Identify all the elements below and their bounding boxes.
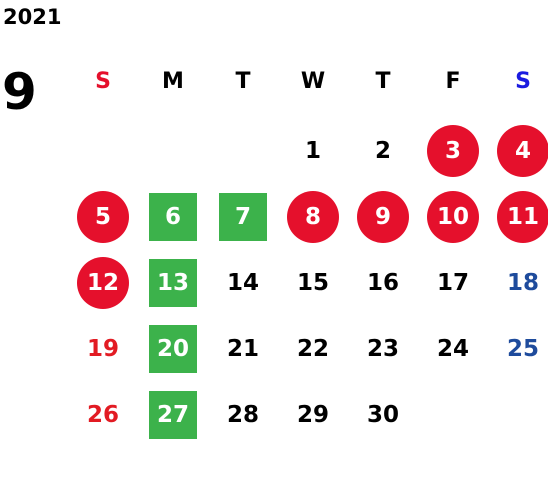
day-number: 12 (77, 257, 129, 309)
weekday-tue: T (235, 69, 251, 94)
month-label: 9 (2, 63, 37, 121)
day-cell[interactable]: 25 (488, 316, 548, 382)
weekday-sat: S (515, 69, 531, 94)
day-number: 9 (357, 191, 409, 243)
day-number: 28 (226, 402, 259, 428)
day-cell[interactable]: 20 (138, 316, 208, 382)
day-number: 7 (219, 193, 267, 241)
day-cell[interactable]: 8 (278, 184, 348, 250)
day-number: 15 (296, 270, 329, 296)
day-number: 18 (506, 270, 539, 296)
day-number: 30 (366, 402, 399, 428)
day-cell[interactable]: 7 (208, 184, 278, 250)
day-cell[interactable]: 16 (348, 250, 418, 316)
day-cell[interactable]: 10 (418, 184, 488, 250)
day-cell[interactable]: 2 (348, 118, 418, 184)
day-cell[interactable]: 28 (208, 382, 278, 448)
day-number: 14 (226, 270, 259, 296)
day-number: 2 (374, 138, 391, 164)
day-cell[interactable]: 14 (208, 250, 278, 316)
day-cell[interactable]: 27 (138, 382, 208, 448)
day-cell[interactable]: 29 (278, 382, 348, 448)
weekday-mon: M (162, 69, 184, 94)
day-number: 6 (149, 193, 197, 241)
day-number: 26 (86, 402, 119, 428)
day-cell[interactable]: 4 (488, 118, 548, 184)
day-number: 24 (436, 336, 469, 362)
weekday-header-row: S M T W T F S (68, 66, 548, 98)
day-number: 29 (296, 402, 329, 428)
day-number: 27 (149, 391, 197, 439)
day-number: 5 (77, 191, 129, 243)
day-number: 1 (304, 138, 321, 164)
day-number: 22 (296, 336, 329, 362)
day-cell[interactable]: 17 (418, 250, 488, 316)
day-cell[interactable]: 1 (278, 118, 348, 184)
day-number: 19 (86, 336, 119, 362)
weekday-fri: F (445, 69, 461, 94)
year-label: 2021 (3, 5, 62, 29)
day-cell[interactable]: 3 (418, 118, 488, 184)
day-number: 17 (436, 270, 469, 296)
day-cell[interactable]: 6 (138, 184, 208, 250)
day-cell[interactable]: 9 (348, 184, 418, 250)
day-number: 13 (149, 259, 197, 307)
day-number: 21 (226, 336, 259, 362)
day-cell[interactable]: 18 (488, 250, 548, 316)
day-cell[interactable]: 24 (418, 316, 488, 382)
day-cell[interactable]: 21 (208, 316, 278, 382)
day-number: 10 (427, 191, 479, 243)
day-cell[interactable]: 11 (488, 184, 548, 250)
day-number: 3 (427, 125, 479, 177)
day-cell[interactable]: 30 (348, 382, 418, 448)
weekday-thu: T (375, 69, 391, 94)
day-number: 16 (366, 270, 399, 296)
day-number: 11 (497, 191, 548, 243)
day-cell[interactable]: 5 (68, 184, 138, 250)
day-cell[interactable]: 15 (278, 250, 348, 316)
weekday-wed: W (300, 69, 326, 94)
day-cell[interactable]: 26 (68, 382, 138, 448)
day-number: 25 (506, 336, 539, 362)
weekday-sun: S (95, 69, 111, 94)
day-cell[interactable]: 22 (278, 316, 348, 382)
day-number: 23 (366, 336, 399, 362)
day-number: 20 (149, 325, 197, 373)
day-cell[interactable]: 19 (68, 316, 138, 382)
day-cell[interactable]: 12 (68, 250, 138, 316)
day-cell[interactable]: 23 (348, 316, 418, 382)
day-number: 4 (497, 125, 548, 177)
day-cell[interactable]: 13 (138, 250, 208, 316)
day-number: 8 (287, 191, 339, 243)
